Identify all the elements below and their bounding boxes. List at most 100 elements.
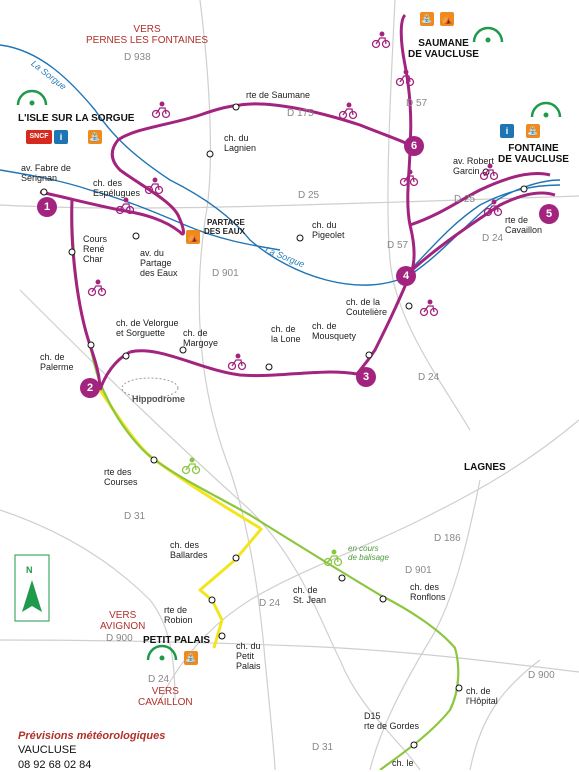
waypoint-dot	[365, 351, 373, 359]
road-label: D 901	[212, 268, 239, 279]
compass-icon	[14, 554, 50, 622]
town-fontaine: FONTAINE DE VAUCLUSE	[498, 143, 569, 165]
waypoint-label: av. Fabre de Sérignan	[21, 163, 71, 183]
road-label: D 186	[434, 533, 461, 544]
cyclist-icon	[115, 197, 135, 215]
waypoint-label: Cours René Char	[83, 234, 108, 264]
road-label: D 24	[418, 372, 440, 383]
waypoint-dot	[40, 188, 48, 196]
route-marker-3: 3	[356, 367, 376, 387]
road-label: D 938	[124, 52, 151, 63]
info-arrows	[16, 26, 562, 661]
cyclist-icon	[338, 102, 358, 120]
hippodrome-label: Hippodrome	[132, 394, 185, 404]
green-cyclist-icons	[181, 457, 343, 567]
town-petit-palais: PETIT PALAIS	[143, 635, 211, 646]
waypoint-label: ch. de la Coutelière	[346, 297, 388, 317]
cyclist-icon	[419, 299, 439, 317]
forecast-region: VAUCLUSE	[18, 744, 77, 756]
water-fountain-icon: ⛲	[88, 130, 102, 144]
green-arrow-icon	[530, 101, 562, 118]
waypoint-label: av. du Partage des Eaux	[140, 248, 178, 278]
direction-cavaillon: VERS CAVAILLON	[138, 686, 193, 708]
road-label: D 31	[124, 511, 146, 522]
waypoint-dot	[405, 302, 413, 310]
waypoint-label: av. Robert Garcin	[453, 156, 494, 176]
info-icon: i	[500, 124, 514, 138]
partage-des-eaux-label: PARTAGE DES EAUX	[204, 218, 245, 236]
waypoint-dot	[206, 150, 214, 158]
route-marker-1: 1	[37, 197, 57, 217]
waypoint-dot	[265, 363, 273, 371]
town-lagnes: LAGNES	[464, 462, 506, 473]
rivers	[0, 44, 561, 286]
direction-avignon: VERS AVIGNON	[100, 610, 146, 632]
sncf-icon: SNCF	[26, 130, 52, 144]
waypoint-label: ch. du Pigeolet	[312, 220, 345, 240]
waypoint-label: ch. de Mousquety	[312, 321, 357, 341]
waypoint-dot	[410, 741, 418, 749]
water-fountain-icon: ⛲	[184, 651, 198, 665]
waypoint-dot	[150, 456, 158, 464]
cyclist-icon	[144, 177, 164, 195]
road-label: D 57	[387, 240, 409, 251]
waypoint-label: ch. des Espélugues	[93, 178, 141, 198]
waypoint-dot	[122, 352, 130, 360]
waypoint-label: ch. de Margoye	[183, 328, 219, 348]
road-label: D 900	[528, 670, 555, 681]
route-marker-5: 5	[539, 204, 559, 224]
waypoint-dot	[379, 595, 387, 603]
green-arrow-icon	[472, 26, 504, 43]
cyclist-icon	[323, 549, 343, 567]
town-saumane: SAUMANE DE VAUCLUSE	[408, 38, 479, 60]
route-marker-2: 2	[80, 378, 100, 398]
waypoint-dot	[208, 596, 216, 604]
water-fountain-icon: ⛲	[420, 12, 434, 26]
waypoint-dot	[455, 684, 463, 692]
road-label: D 25	[454, 194, 476, 205]
waypoint-dot	[218, 632, 226, 640]
direction-pernes: VERS PERNES LES FONTAINES	[86, 24, 209, 46]
waypoint-dot	[179, 346, 187, 354]
balisage-note: en cours de balisage	[348, 544, 389, 562]
waypoint-label: ch. de la Lone	[271, 324, 301, 344]
cyclist-icons	[87, 31, 503, 371]
picnic-table-icon: ⛺	[186, 230, 200, 244]
waypoint-label: ch. des Ronflons	[410, 582, 446, 602]
picnic-table-icon: ⛺	[440, 12, 454, 26]
cyclist-icon	[87, 279, 107, 297]
cyclist-icon	[399, 169, 419, 187]
cyclist-icon	[371, 31, 391, 49]
cyclist-icon	[479, 163, 499, 181]
waypoint-dot	[232, 554, 240, 562]
route-marker-6: 6	[404, 136, 424, 156]
road-label: D 900	[106, 633, 133, 644]
road-label: D 25	[298, 190, 320, 201]
waypoint-label: ch. du Lagnien	[224, 133, 257, 153]
compass-north-label: N	[26, 565, 33, 575]
waypoint-dot	[87, 341, 95, 349]
forecast-phone: 08 92 68 02 84	[18, 759, 92, 771]
road-label: D 24	[482, 233, 504, 244]
waypoint-label: ch. de l'Hôpital	[466, 686, 498, 706]
water-fountain-icon: ⛲	[526, 124, 540, 138]
waypoint-dot	[68, 248, 76, 256]
cyclist-icon	[151, 101, 171, 119]
route-marker-4: 4	[396, 266, 416, 286]
waypoint-dots	[40, 103, 528, 749]
waypoint-label: rte de Robion	[164, 605, 193, 625]
road-label: D 24	[259, 598, 281, 609]
waypoint-label: ch. du Petit Palais	[236, 641, 261, 671]
waypoint-dot	[232, 103, 240, 111]
cyclist-icon	[181, 457, 201, 475]
waypoint-dot	[132, 232, 140, 240]
waypoint-label: ch. de St. Jean	[293, 585, 327, 605]
road-label: D 175	[287, 108, 314, 119]
waypoint-dot	[338, 574, 346, 582]
hippodrome-track	[121, 377, 179, 399]
waypoint-label: ch. le	[392, 758, 414, 768]
cyclist-icon	[483, 199, 503, 217]
road-label: D 57	[406, 98, 428, 109]
